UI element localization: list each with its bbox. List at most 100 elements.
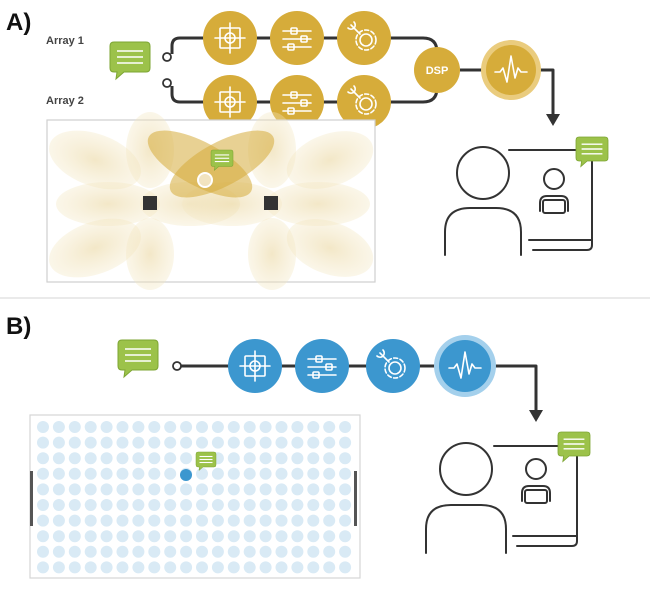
microphone-element xyxy=(180,514,193,527)
person-icon xyxy=(525,458,547,480)
chat-bubble-icon xyxy=(557,431,591,463)
microphone-element xyxy=(100,530,113,543)
microphone-element xyxy=(275,421,288,433)
dsp-label: DSP xyxy=(426,65,449,77)
microphone-element xyxy=(164,436,177,449)
microphone-element xyxy=(116,561,129,574)
array-edge-bar xyxy=(354,471,357,526)
microphone-element xyxy=(84,467,97,480)
microphone-element xyxy=(291,436,304,449)
microphone-element xyxy=(227,467,240,480)
microphone-element xyxy=(100,545,113,558)
microphone-element xyxy=(164,545,177,558)
microphone-element xyxy=(164,561,177,574)
microphone-element xyxy=(307,421,320,433)
microphone-element xyxy=(68,467,81,480)
microphone-element xyxy=(259,530,272,543)
microphone-element xyxy=(132,545,145,558)
microphone-element xyxy=(37,545,49,558)
processing-node xyxy=(337,75,391,129)
microphone-element xyxy=(291,483,304,496)
microphone-element xyxy=(211,467,224,480)
microphone-element xyxy=(164,467,177,480)
microphone-element xyxy=(227,499,240,511)
microphone-element xyxy=(116,483,129,496)
microphone-element xyxy=(148,561,161,574)
microphone-element xyxy=(339,530,352,543)
microphone-element xyxy=(211,483,224,496)
microphone-element xyxy=(132,514,145,527)
microphone-element xyxy=(132,452,145,465)
microphone-element xyxy=(227,436,240,449)
microphone-element xyxy=(52,499,65,511)
microphone-element xyxy=(275,545,288,558)
microphone-element xyxy=(100,514,113,527)
microphone-element xyxy=(100,483,113,496)
microphone-element xyxy=(243,483,256,496)
microphone-element xyxy=(243,561,256,574)
microphone-element xyxy=(259,561,272,574)
person-icon xyxy=(543,168,565,190)
microphone-element xyxy=(164,452,177,465)
microphone-element xyxy=(84,421,97,433)
microphone-element xyxy=(68,514,81,527)
microphone-element xyxy=(52,545,65,558)
microphone-element xyxy=(37,421,49,433)
microphone-element xyxy=(275,483,288,496)
microphone-element xyxy=(84,483,97,496)
microphone-element xyxy=(307,452,320,465)
microphone-element xyxy=(100,561,113,574)
microphone-element xyxy=(196,561,208,574)
microphone-element xyxy=(211,514,224,527)
microphone-element xyxy=(196,514,208,527)
microphone-element xyxy=(307,499,320,511)
chat-bubble-icon xyxy=(195,451,217,472)
microphone-element xyxy=(211,421,224,433)
panel-a-label: A) xyxy=(6,9,31,36)
microphone-element xyxy=(196,499,208,511)
microphone-element xyxy=(211,436,224,449)
microphone-element xyxy=(84,436,97,449)
dsp-node: DSP xyxy=(414,47,460,93)
microphone-element xyxy=(37,467,49,480)
microphone-element xyxy=(259,545,272,558)
microphone-element xyxy=(180,483,193,496)
chat-bubble-icon xyxy=(109,41,151,81)
microphone-element xyxy=(259,499,272,511)
microphone-element xyxy=(339,467,352,480)
microphone-element xyxy=(148,483,161,496)
microphone-element xyxy=(243,452,256,465)
microphone-element xyxy=(323,452,336,465)
person-icon xyxy=(456,146,510,200)
microphone-element xyxy=(196,545,208,558)
microphone-element xyxy=(100,452,113,465)
microphone-element xyxy=(68,483,81,496)
processing-node xyxy=(366,339,420,393)
microphone-element xyxy=(132,483,145,496)
microphone-element xyxy=(243,530,256,543)
microphone-element xyxy=(116,545,129,558)
microphone-element xyxy=(164,421,177,433)
microphone-element xyxy=(132,421,145,433)
microphone-element xyxy=(68,561,81,574)
microphone-grid-panel xyxy=(29,414,361,579)
array-edge-bar xyxy=(30,471,33,526)
microphone-element xyxy=(37,499,49,511)
microphone-element xyxy=(259,436,272,449)
microphone-element xyxy=(68,545,81,558)
microphone-element xyxy=(148,514,161,527)
microphone-element xyxy=(180,499,193,511)
microphone-element xyxy=(339,499,352,511)
sliders-icon xyxy=(307,355,337,379)
microphone-element xyxy=(227,545,240,558)
microphone-element xyxy=(339,545,352,558)
microphone-element xyxy=(148,530,161,543)
microphone-array-marker xyxy=(143,196,157,210)
microphone-element xyxy=(243,436,256,449)
microphone-element xyxy=(323,514,336,527)
microphone-element xyxy=(227,421,240,433)
far-end-listener xyxy=(425,431,591,554)
talker-position-marker xyxy=(180,469,192,481)
microphone-element xyxy=(196,436,208,449)
processing-node xyxy=(337,11,391,65)
